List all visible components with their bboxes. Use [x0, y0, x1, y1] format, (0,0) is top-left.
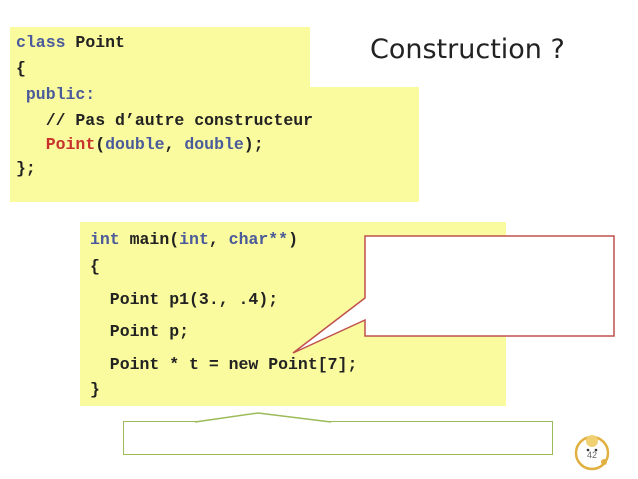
- code-token: ,: [208, 230, 229, 249]
- code-line: public:: [16, 83, 95, 107]
- code-token: (: [95, 135, 106, 154]
- code-token: );: [243, 135, 264, 154]
- code-line: // Pas d’autre constructeur: [16, 109, 313, 133]
- code-line: Point p1(3., .4);: [90, 287, 278, 313]
- code-token: main(: [119, 230, 180, 249]
- code-token: int: [90, 230, 120, 249]
- code-line: Point(double, double);: [16, 133, 264, 157]
- code-token: Point p;: [90, 322, 190, 341]
- code-line: };: [16, 157, 36, 181]
- code-token: class: [16, 33, 76, 52]
- code-token: }: [90, 380, 100, 399]
- code-token: Point p1(3., .4);: [90, 290, 279, 309]
- slide-number: 42: [586, 450, 597, 460]
- slide-title: Construction ?: [370, 34, 565, 65]
- code-token: Point: [75, 33, 125, 52]
- code-line: {: [16, 57, 26, 81]
- answer-box: [123, 421, 553, 455]
- mascot-logo-icon: [574, 435, 610, 471]
- code-token: public:: [16, 85, 96, 104]
- code-token: {: [90, 257, 100, 276]
- code-token: {: [16, 59, 26, 78]
- code-token: Point: [45, 135, 96, 154]
- code-token: double: [105, 135, 165, 154]
- code-line: Point p;: [90, 319, 189, 345]
- title-background: [310, 27, 420, 87]
- code-token: ): [288, 230, 298, 249]
- code-line: }: [90, 377, 100, 403]
- code-token: // Pas d’autre constructeur: [16, 111, 314, 130]
- code-token: double: [184, 135, 244, 154]
- code-line: Point * t = new Point[7];: [90, 352, 358, 378]
- code-token: int: [179, 230, 209, 249]
- code-line: int main(int, char**): [90, 227, 298, 253]
- code-token: };: [16, 159, 36, 178]
- code-token: ,: [164, 135, 185, 154]
- code-line: {: [90, 254, 100, 280]
- code-token: Point * t = new Point[7];: [90, 355, 358, 374]
- code-token: char**: [228, 230, 289, 249]
- code-line: class Point: [16, 31, 125, 55]
